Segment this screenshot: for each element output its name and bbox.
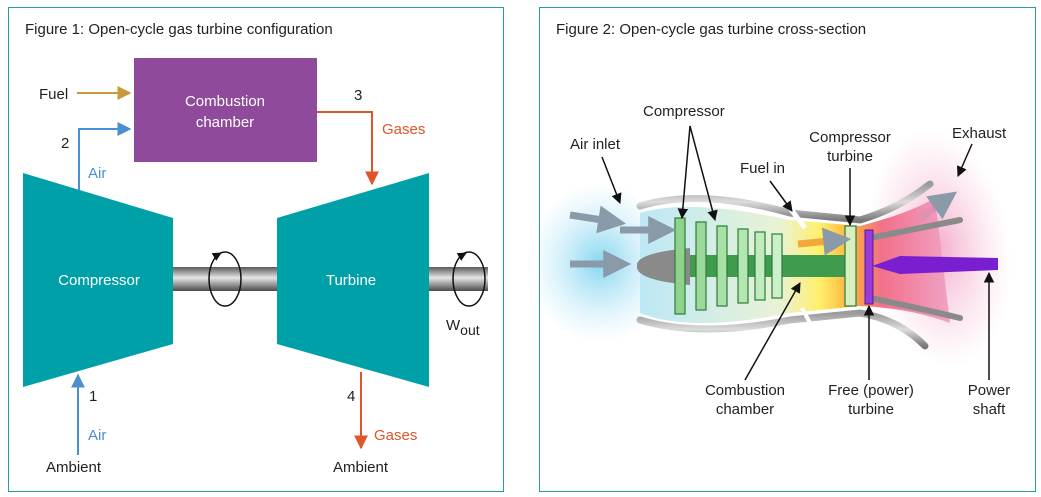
work-subscript: out [460,322,480,338]
inner-casing-top [867,217,963,241]
rotation-icon-left [208,251,242,307]
air-label-bottom: Air [88,427,106,444]
leader-fuel-in [769,180,793,212]
figure-1-title: Figure 1: Open-cycle gas turbine configu… [25,21,333,38]
fuel-in-label: Fuel in [740,160,785,177]
free-turbine-label-1: Free (power) [828,382,914,399]
work-out-label: Wout [446,317,480,338]
combustion-chamber-block [134,58,317,162]
figure-2-diagram: Air inlet Compressor Fuel in Compressor … [540,103,1012,418]
state-3-label: 3 [354,87,362,104]
figure-1-panel: Figure 1: Open-cycle gas turbine configu… [8,7,504,492]
ambient-label-right: Ambient [333,459,389,476]
compressor-turbine-blades [844,225,857,307]
combustion-label-2: chamber [716,401,774,418]
leader-air-inlet [601,156,622,204]
air-label-top: Air [88,165,106,182]
air-to-combustion-arrow [78,122,132,190]
ambient-label-left: Ambient [46,459,102,476]
leader-compressor-2 [689,125,718,222]
combustion-label-1: Combustion [705,382,785,399]
compressor-label: Compressor [643,103,725,120]
leader-combustion [744,282,801,381]
outer-casing-bottom [636,309,929,350]
compressor-turbine-label-1: Compressor [809,129,891,146]
free-turbine-label-2: turbine [848,401,894,418]
shaft-right [422,267,488,291]
leader-compressor-1 [677,125,691,220]
exhaust-flow-arrow [917,191,958,221]
compressor-label: Compressor [58,272,140,289]
inlet-flow-arrow-1 [569,205,627,234]
inner-casing-bottom [867,295,963,321]
work-symbol: W [446,317,461,334]
fuel-label: Fuel [39,86,68,103]
turbine-block [277,173,429,387]
compressor-block [23,173,173,387]
combustion-label-line1: Combustion [185,93,265,110]
figure-2-panel: Figure 2: Open-cycle gas turbine cross-s… [539,7,1036,492]
state-4-label: 4 [347,388,355,405]
shaft-left [169,267,281,291]
exhaust-label: Exhaust [952,125,1007,142]
gases-label-bottom: Gases [374,427,417,444]
rotation-icon-right [452,251,486,307]
air-inlet-label: Air inlet [570,136,621,153]
power-shaft [872,256,998,274]
compressor-shaft [690,255,850,277]
turbine-label: Turbine [326,272,376,289]
figure-1-diagram: Fuel Combustion chamber 2 3 Air Gases Co… [23,58,488,476]
power-shaft-label-2: shaft [973,401,1006,418]
compressor-turbine-label-2: turbine [827,148,873,165]
state-1-label: 1 [89,388,97,405]
power-shaft-label-1: Power [968,382,1011,399]
figure-2-title: Figure 2: Open-cycle gas turbine cross-s… [556,21,867,38]
leader-exhaust [956,143,973,177]
combustion-label-line2: chamber [196,114,254,131]
gases-label-top: Gases [382,121,425,138]
state-2-label: 2 [61,135,69,152]
fuel-injector-bottom [800,307,812,324]
gases-to-turbine-arrow [317,111,379,186]
free-turbine-blades [864,229,874,305]
core-flow-arrow [797,227,852,256]
